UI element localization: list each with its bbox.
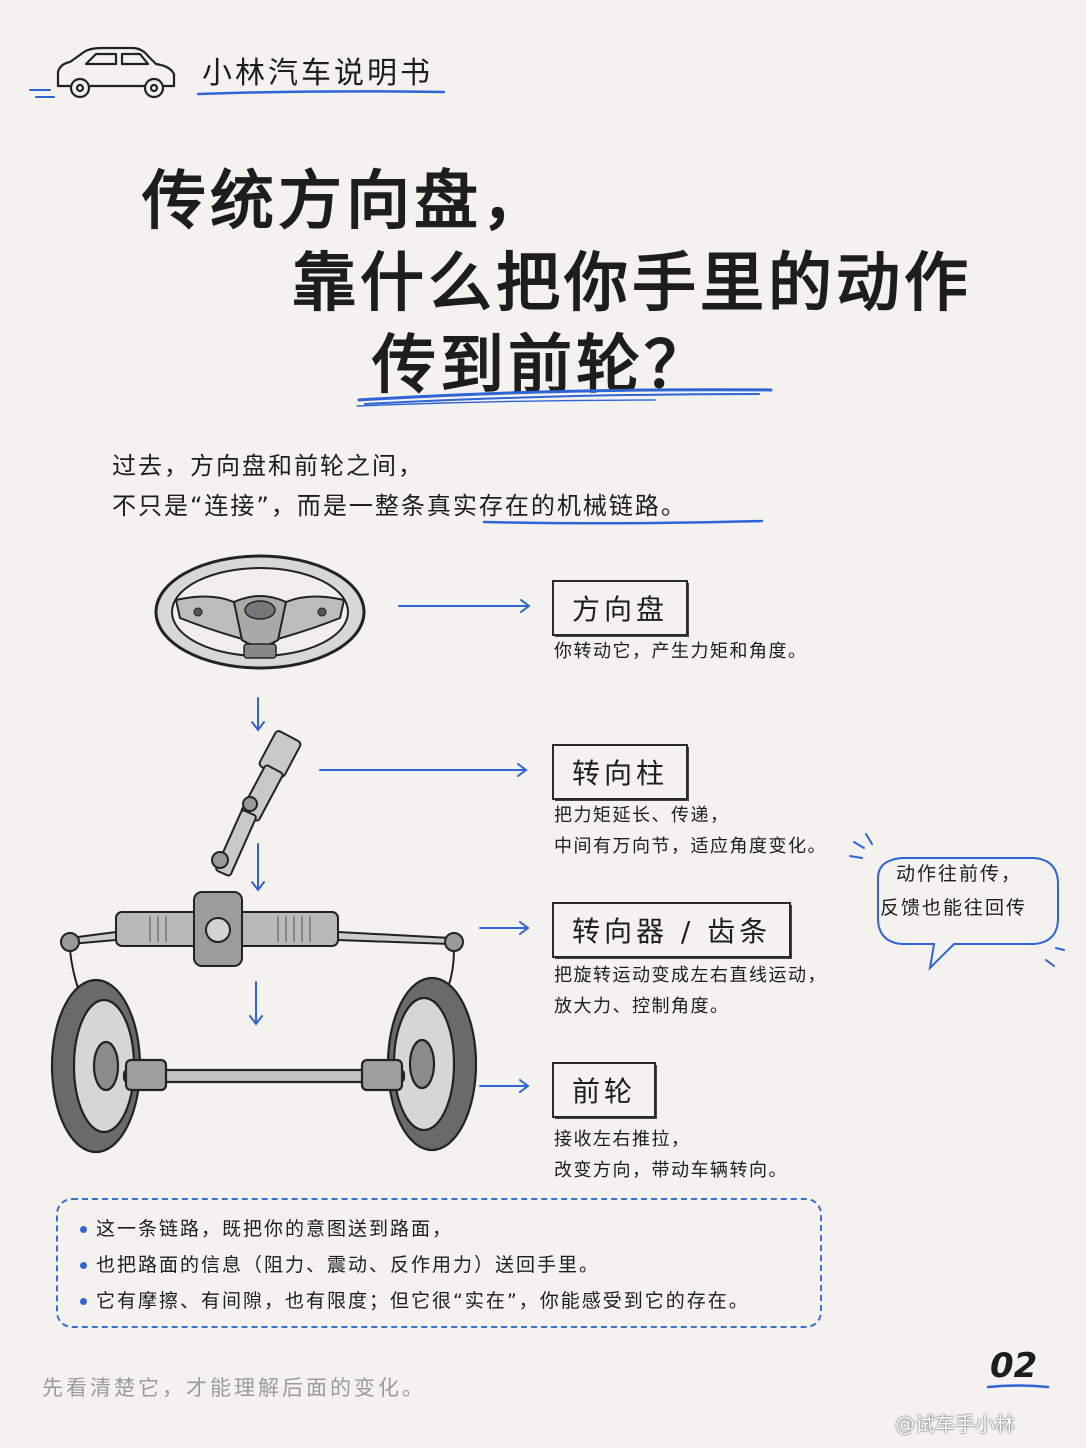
desc-front-wheels-1: 接收左右推拉， (554, 1129, 691, 1150)
title-line-1: 传统方向盘， (142, 165, 550, 239)
intro-line-1: 过去，方向盘和前轮之间， (112, 452, 424, 480)
bullet-icon (80, 1226, 87, 1233)
desc-steering-column-1: 把力矩延长、传递， (554, 805, 730, 826)
desc-steering-wheel-1: 你转动它，产生力矩和角度。 (554, 641, 808, 662)
brand-underline (196, 90, 446, 96)
steering-column-icon (211, 730, 302, 877)
title-line-2: 靠什么把你手里的动作 (292, 247, 972, 321)
bubble-text-2: 反馈也能往回传 (880, 897, 1028, 919)
page-number: 02 (990, 1346, 1038, 1386)
page-number-underline (986, 1384, 1050, 1389)
summary-box: 这一条链路，既把你的意图送到路面， 也把路面的信息（阻力、震动、反作用力）送回手… (56, 1198, 822, 1328)
summary-item: 这一条链路，既把你的意图送到路面， (80, 1214, 453, 1241)
desc-front-wheels-2: 改变方向，带动车辆转向。 (554, 1160, 788, 1181)
bullet-icon (80, 1298, 87, 1305)
label-steering-rack: 转向器 / 齿条 (552, 902, 792, 958)
intro-line-2: 不只是“连接”，而是一整条真实存在的机械链路。 (112, 492, 687, 520)
label-front-wheels: 前轮 (552, 1062, 657, 1118)
footer-note: 先看清楚它，才能理解后面的变化。 (42, 1376, 426, 1400)
intro-underline (482, 519, 764, 525)
desc-steering-column-2: 中间有万向节，适应角度变化。 (554, 836, 827, 857)
arrow-to-label-3 (479, 921, 530, 935)
car-icon (29, 46, 176, 99)
desc-steering-rack-2: 放大力、控制角度。 (554, 996, 730, 1017)
brand-title: 小林汽车说明书 (202, 56, 433, 91)
label-steering-column: 转向柱 (552, 744, 689, 800)
steering-rack-icon (60, 891, 464, 989)
title-underline (356, 388, 773, 407)
steering-system-illustration (50, 554, 478, 1154)
speech-bubble (849, 833, 1065, 971)
front-wheels-icon (50, 976, 478, 1154)
bubble-text-1: 动作往前传， (896, 863, 1023, 885)
steering-wheel-icon (154, 554, 366, 670)
summary-item: 也把路面的信息（阻力、震动、反作用力）送回手里。 (80, 1250, 600, 1277)
label-steering-wheel: 方向盘 (552, 580, 689, 636)
desc-steering-rack-1: 把旋转运动变成左右直线运动， (554, 965, 827, 986)
summary-item: 它有摩擦、有间隙，也有限度；但它很“实在”，你能感受到它的存在。 (80, 1286, 750, 1313)
arrow-to-label-1 (398, 599, 531, 613)
bullet-icon (80, 1262, 87, 1269)
watermark: @试车手小林 (895, 1412, 1015, 1436)
arrow-to-label-4 (479, 1079, 530, 1093)
arrow-to-label-2 (319, 763, 528, 777)
